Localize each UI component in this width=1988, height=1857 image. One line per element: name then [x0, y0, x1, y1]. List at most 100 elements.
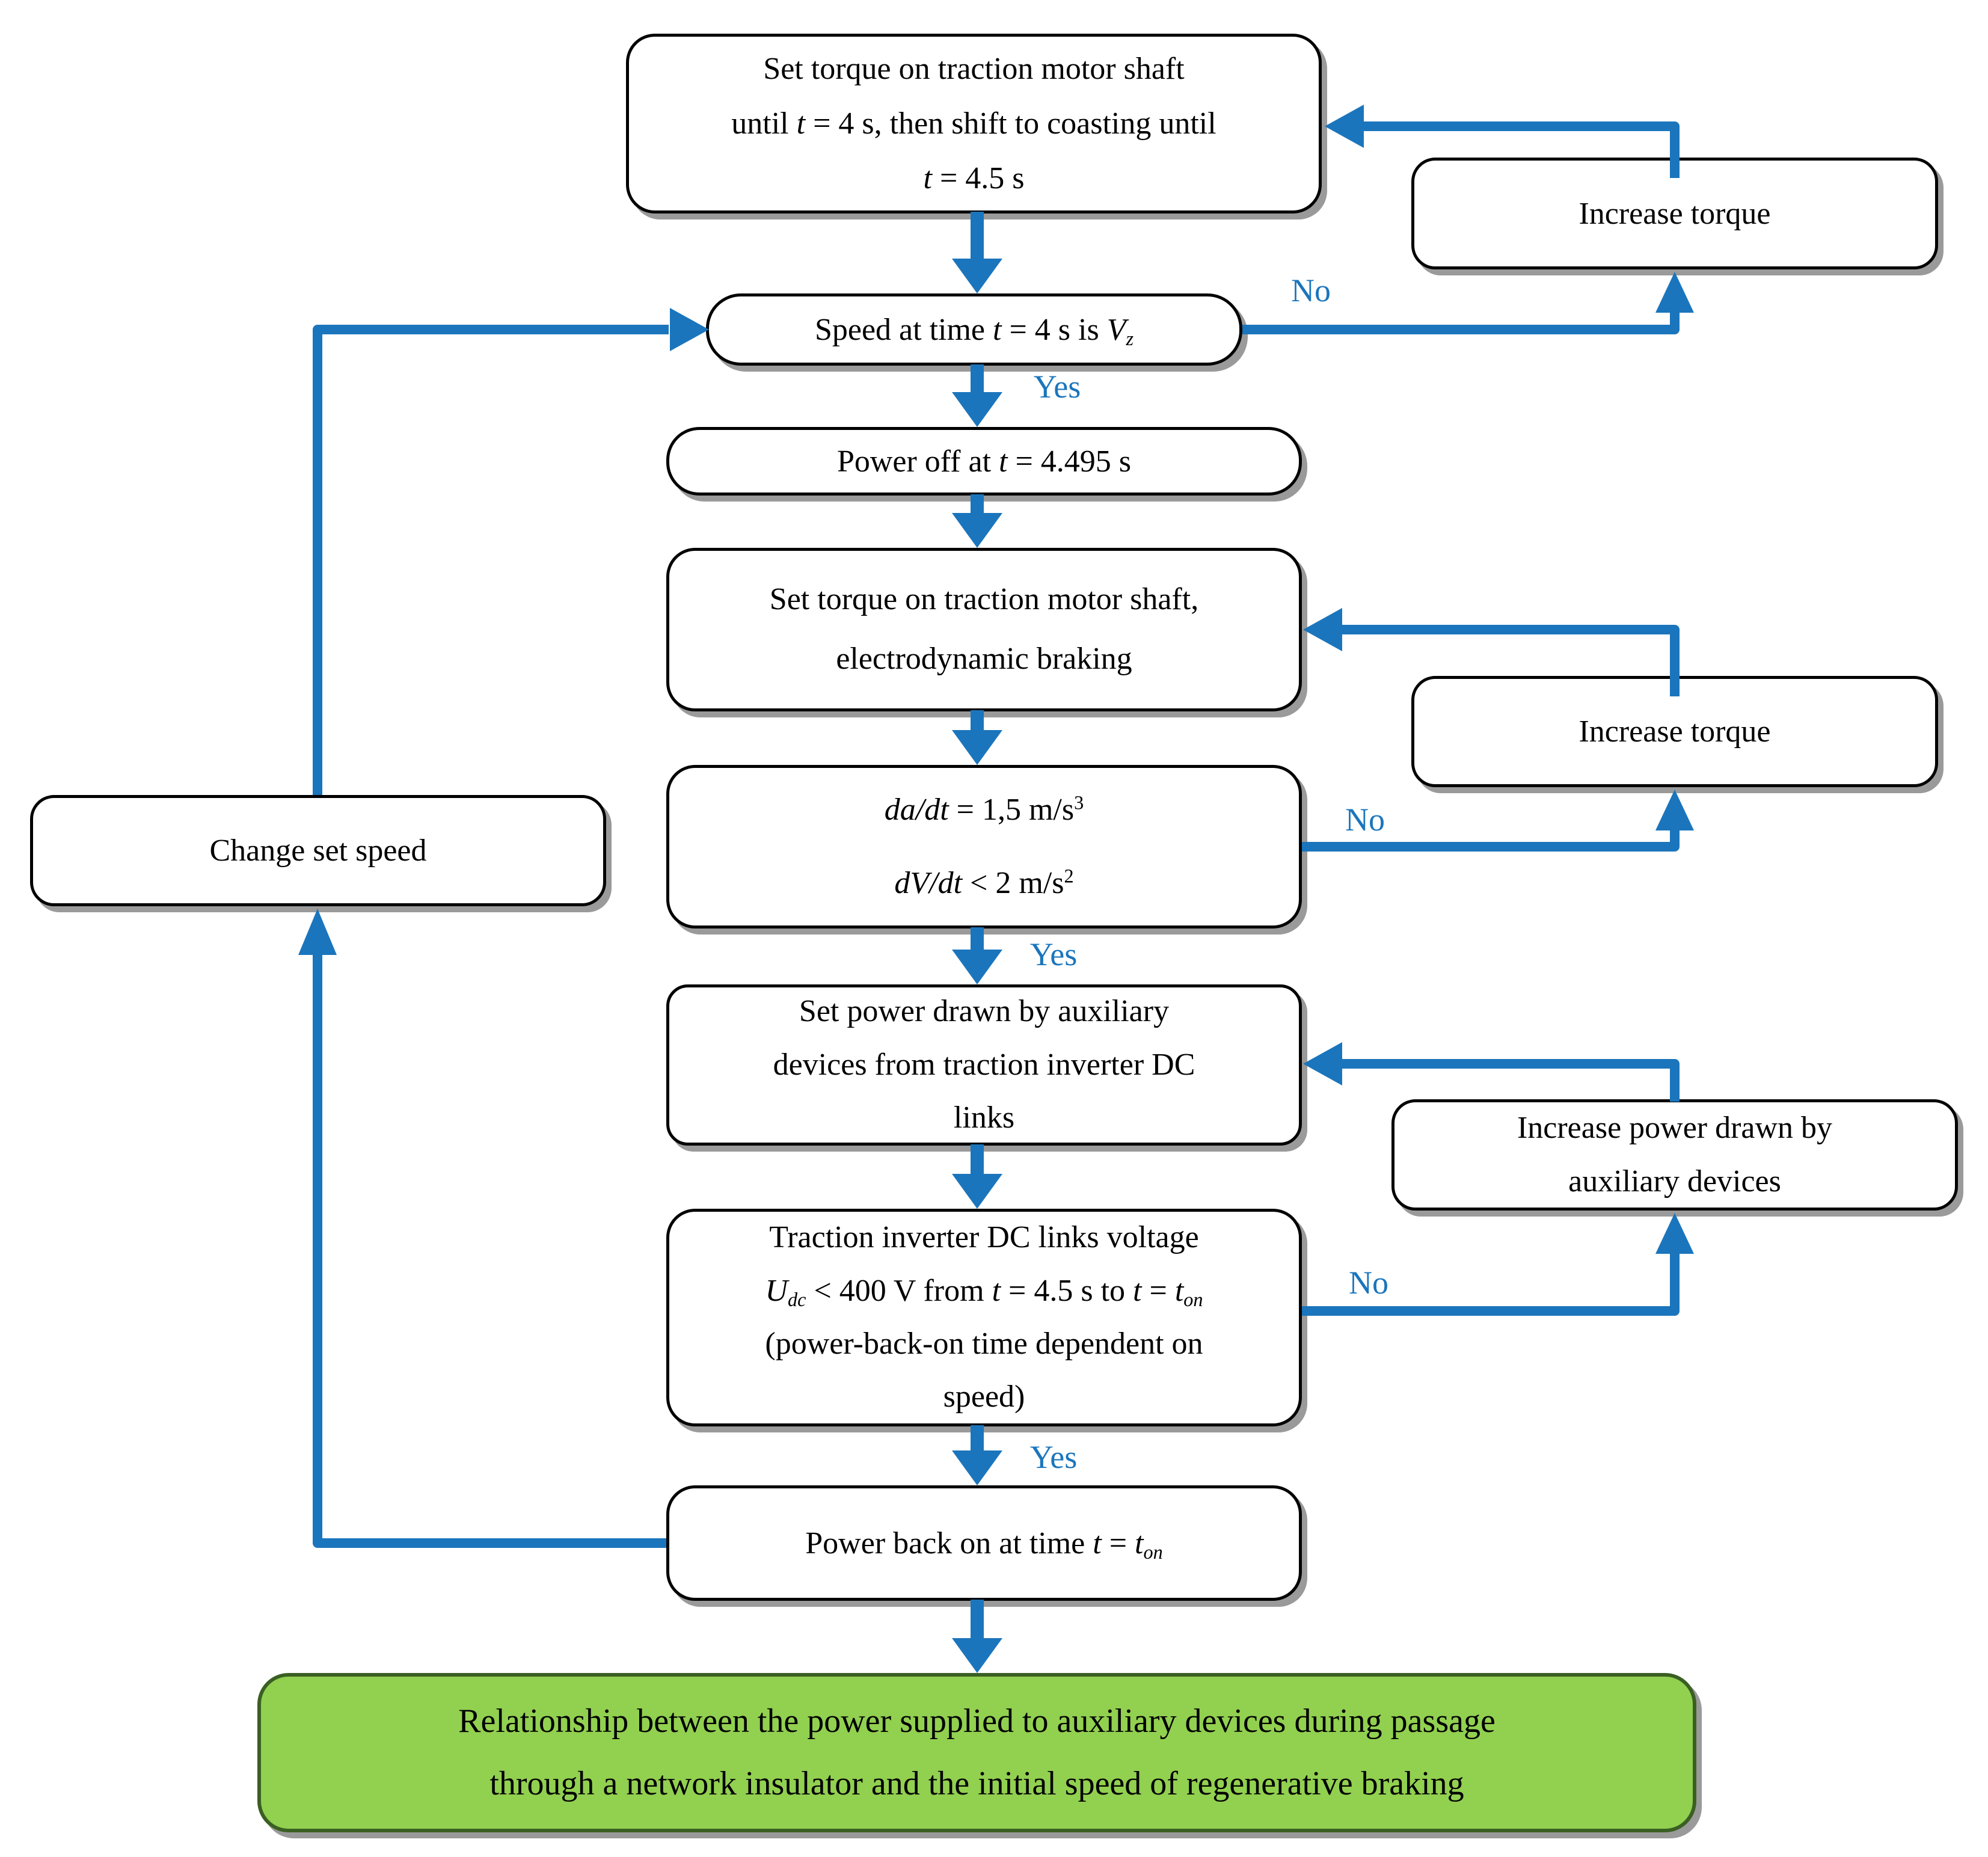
text-seg: 3 — [1074, 791, 1084, 814]
arrowhead-down — [952, 1174, 1002, 1209]
text-line: Set torque on traction motor shaft, — [770, 570, 1198, 630]
node-power-off: Power off at t = 4.495 s — [666, 427, 1302, 496]
text-line: Power back on at time t = ton — [805, 1516, 1162, 1571]
node-set-torque-coasting: Set torque on traction motor shaft until… — [626, 34, 1322, 213]
text-seg: Relationship between the power supplied … — [458, 1702, 1496, 1740]
text-seg: = — [1101, 1526, 1135, 1561]
node-increase-torque-2: Increase torque — [1411, 676, 1938, 787]
text-seg: Power off at — [836, 444, 999, 479]
text-seg: < 2 m/s — [962, 866, 1064, 900]
edge-label-yes-3: Yes — [1029, 1439, 1078, 1475]
edge-increase-aux-return — [1341, 1059, 1680, 1102]
text-seg: t — [796, 106, 806, 141]
text-seg: = 4.5 s to — [1001, 1273, 1134, 1308]
text-line: Change set speed — [209, 823, 426, 878]
arrowhead-down — [952, 1638, 1002, 1673]
text-line: speed) — [943, 1370, 1025, 1423]
text-seg: 2 — [1064, 865, 1074, 887]
arrowhead-up — [1655, 1213, 1694, 1254]
text-seg: until — [731, 106, 797, 141]
node-set-aux-power: Set power drawn by auxiliary devices fro… — [666, 984, 1302, 1146]
text-line: Set torque on traction motor shaft — [763, 41, 1184, 96]
text-line: Udc < 400 V from t = 4.5 s to t = ton — [765, 1265, 1203, 1318]
arrowhead-up — [1655, 272, 1694, 313]
text-seg: Increase torque — [1578, 714, 1771, 749]
text-seg: auxiliary devices — [1568, 1164, 1781, 1199]
text-seg: t — [1135, 1526, 1144, 1561]
text-line: Relationship between the power supplied … — [458, 1690, 1496, 1753]
text-seg: = 4 s is — [1001, 312, 1107, 347]
arrowhead-down — [952, 950, 1002, 984]
text-seg: devices from traction inverter DC — [773, 1047, 1195, 1082]
node-increase-aux-power: Increase power drawn by auxiliary device… — [1391, 1099, 1958, 1211]
text-seg: da/dt — [884, 792, 949, 827]
text-seg: Set power drawn by auxiliary — [799, 994, 1170, 1029]
text-seg: = 4.5 s — [931, 161, 1025, 195]
text-line: Increase torque — [1578, 704, 1770, 759]
text-line: through a network insulator and the init… — [489, 1753, 1464, 1816]
text-line: dV/dt < 2 m/s2 — [894, 847, 1073, 920]
text-seg: t — [1174, 1273, 1184, 1308]
text-seg: V — [1106, 312, 1126, 347]
edge-powerback-to-changespeed — [313, 954, 666, 1548]
text-line: auxiliary devices — [1568, 1155, 1781, 1208]
text-seg: t — [1133, 1273, 1142, 1308]
arrowhead-left — [1303, 1042, 1342, 1085]
text-seg: t — [993, 312, 1002, 347]
node-result: Relationship between the power supplied … — [257, 1673, 1696, 1832]
text-line: Speed at time t = 4 s is Vz — [815, 302, 1134, 357]
text-line: Traction inverter DC links voltage — [769, 1211, 1198, 1264]
text-seg: U — [765, 1273, 788, 1308]
text-seg: dc — [788, 1288, 806, 1310]
edge-changespeed-to-speedcheck — [313, 325, 669, 795]
arrowhead-up — [298, 909, 337, 955]
text-seg: = — [1141, 1273, 1175, 1308]
text-seg: t — [999, 444, 1008, 479]
text-seg: electrodynamic braking — [836, 642, 1132, 676]
text-line: devices from traction inverter DC — [773, 1039, 1195, 1091]
edge-label-no-1: No — [1291, 272, 1331, 308]
text-line: Increase power drawn by — [1517, 1102, 1832, 1155]
arrowhead-down — [952, 513, 1002, 548]
text-seg: < 400 V from — [806, 1273, 992, 1308]
text-line: Power off at t = 4.495 s — [837, 434, 1131, 489]
text-seg: through a network insulator and the init… — [489, 1764, 1464, 1802]
text-seg: Increase torque — [1578, 196, 1771, 231]
text-line: Set power drawn by auxiliary — [799, 985, 1169, 1038]
edge-label-no-3: No — [1349, 1265, 1388, 1301]
text-line: until t = 4 s, then shift to coasting un… — [731, 96, 1216, 151]
arrowhead-left — [1325, 105, 1364, 148]
text-seg: on — [1183, 1288, 1203, 1310]
text-seg: Increase power drawn by — [1517, 1111, 1833, 1146]
text-line: t = 4.5 s — [923, 151, 1024, 206]
edge-label-yes-2: Yes — [1029, 936, 1078, 972]
text-line: Increase torque — [1578, 186, 1770, 241]
text-seg: (power-back-on time dependent on — [765, 1327, 1203, 1361]
node-increase-torque-1: Increase torque — [1411, 158, 1938, 269]
node-ramp-check: da/dt = 1,5 m/s3 dV/dt < 2 m/s2 — [666, 765, 1302, 928]
node-voltage-check: Traction inverter DC links voltage Udc <… — [666, 1209, 1302, 1426]
text-seg: Speed at time — [814, 312, 993, 347]
arrowhead-left — [1303, 608, 1342, 651]
text-seg: = 4.495 s — [1007, 444, 1132, 479]
text-seg: z — [1126, 327, 1134, 349]
node-power-back-on: Power back on at time t = ton — [666, 1485, 1302, 1601]
arrowhead-up — [1655, 790, 1694, 830]
text-seg: = 4 s, then shift to coasting until — [805, 106, 1216, 141]
text-line: electrodynamic braking — [836, 630, 1132, 689]
edge-label-no-2: No — [1345, 802, 1385, 838]
text-seg: links — [953, 1100, 1015, 1135]
arrowhead-down — [952, 259, 1002, 293]
arrowhead-down — [952, 730, 1002, 765]
text-seg: on — [1143, 1541, 1163, 1563]
node-change-set-speed: Change set speed — [30, 795, 606, 906]
edge-label-yes-1: Yes — [1033, 369, 1081, 405]
text-seg: Set torque on traction motor shaft, — [769, 582, 1199, 617]
arrowhead-right — [670, 308, 709, 351]
text-seg: dV/dt — [894, 866, 963, 900]
text-seg: Change set speed — [209, 833, 427, 868]
text-seg: Power back on at time — [805, 1526, 1093, 1561]
text-seg: = 1,5 m/s — [948, 792, 1075, 827]
text-line: da/dt = 1,5 m/s3 — [885, 773, 1084, 847]
